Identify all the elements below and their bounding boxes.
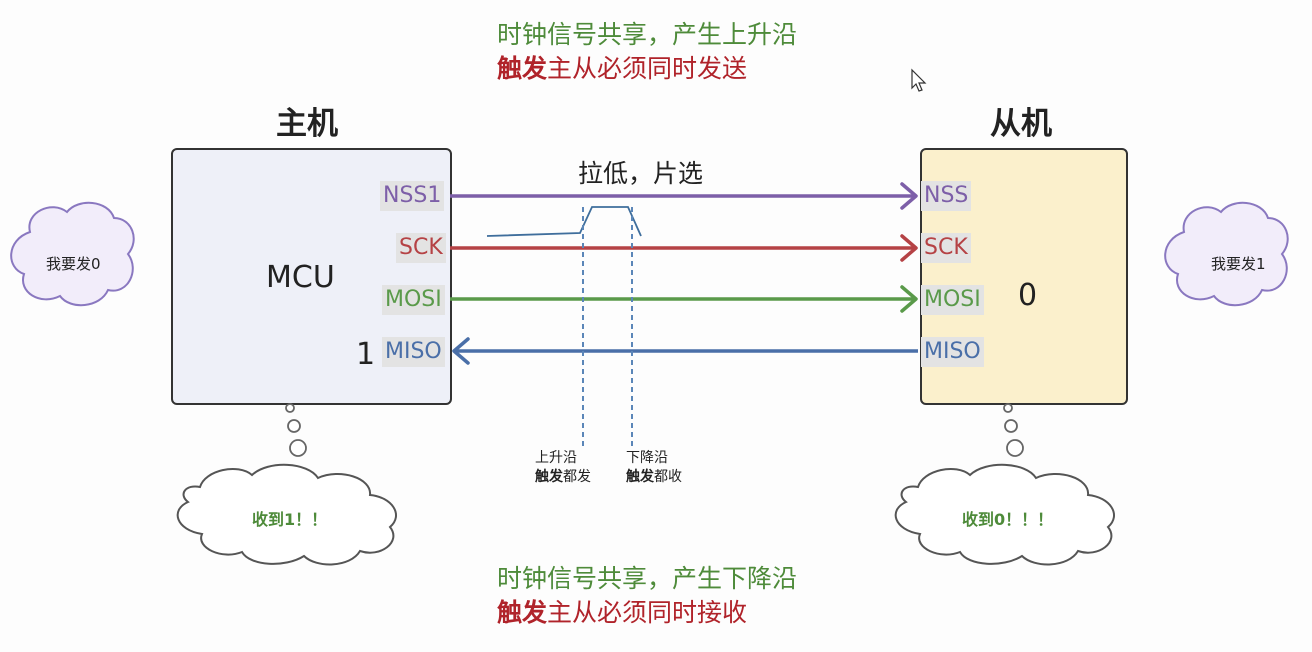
master-bit: 1 <box>356 337 376 372</box>
rising-edge-title: 上升沿 <box>535 450 577 466</box>
falling-edge-action: 都收 <box>654 469 682 485</box>
master-pin-nss: NSS1 <box>380 181 445 211</box>
master-received-cloud <box>176 463 397 566</box>
cursor-icon <box>911 68 927 92</box>
slave-intent-cloud <box>1164 201 1289 307</box>
rising-edge-action: 都发 <box>563 469 591 485</box>
master-pin-miso: MISO <box>382 337 445 367</box>
sck-arrow <box>450 234 918 262</box>
master-pin-sck: SCK <box>396 233 446 263</box>
falling-edge-title: 下降沿 <box>626 450 668 466</box>
slave-pin-sck: SCK <box>921 233 971 263</box>
slave-received-text: 收到0！！！ <box>962 510 1054 529</box>
bottom-caption-rest: 主从必须同时接收 <box>547 598 748 627</box>
slave-received-cloud <box>894 463 1115 566</box>
falling-edge-note: 下降沿 触发都收 <box>626 449 682 487</box>
slave-title: 从机 <box>990 106 1052 142</box>
master-intent-cloud <box>10 201 135 307</box>
master-intent-text: 我要发0 <box>46 255 101 273</box>
slave-pin-mosi: MOSI <box>921 285 984 315</box>
falling-edge-desc: 触发都收 <box>626 468 682 487</box>
master-thought-dots <box>285 403 307 457</box>
master-received-text: 收到1！！ <box>252 510 328 529</box>
top-caption-line1: 时钟信号共享，产生上升沿 <box>497 20 798 49</box>
slave-intent-text: 我要发1 <box>1211 255 1266 273</box>
nss-note: 拉低，片选 <box>578 159 704 188</box>
master-pin-mosi: MOSI <box>382 285 445 315</box>
slave-pin-nss: NSS <box>921 181 972 211</box>
rising-edge-trigger: 触发 <box>535 469 563 485</box>
rising-edge-note: 上升沿 触发都发 <box>535 449 591 487</box>
top-caption-trigger: 触发 <box>497 54 548 83</box>
top-caption-line2: 触发主从必须同时发送 <box>497 52 797 86</box>
slave-thought-dots <box>1003 403 1024 457</box>
bottom-caption: 时钟信号共享，产生下降沿 触发主从必须同时接收 <box>497 562 797 630</box>
bottom-caption-line2: 触发主从必须同时接收 <box>497 596 797 630</box>
mosi-arrow <box>450 285 918 313</box>
bottom-caption-line1: 时钟信号共享，产生下降沿 <box>497 564 798 593</box>
master-mcu-label: MCU <box>266 260 335 295</box>
top-caption: 时钟信号共享，产生上升沿 触发主从必须同时发送 <box>497 18 797 86</box>
slave-bit: 0 <box>1018 278 1038 313</box>
falling-edge-trigger: 触发 <box>626 469 654 485</box>
rising-edge-desc: 触发都发 <box>535 468 591 487</box>
clock-pulse-waveform <box>486 206 642 237</box>
bottom-caption-trigger: 触发 <box>497 598 548 627</box>
slave-pin-miso: MISO <box>921 337 984 367</box>
top-caption-rest: 主从必须同时发送 <box>547 54 748 83</box>
master-title: 主机 <box>276 106 338 142</box>
miso-arrow <box>452 337 918 365</box>
nss-arrow <box>450 182 918 210</box>
